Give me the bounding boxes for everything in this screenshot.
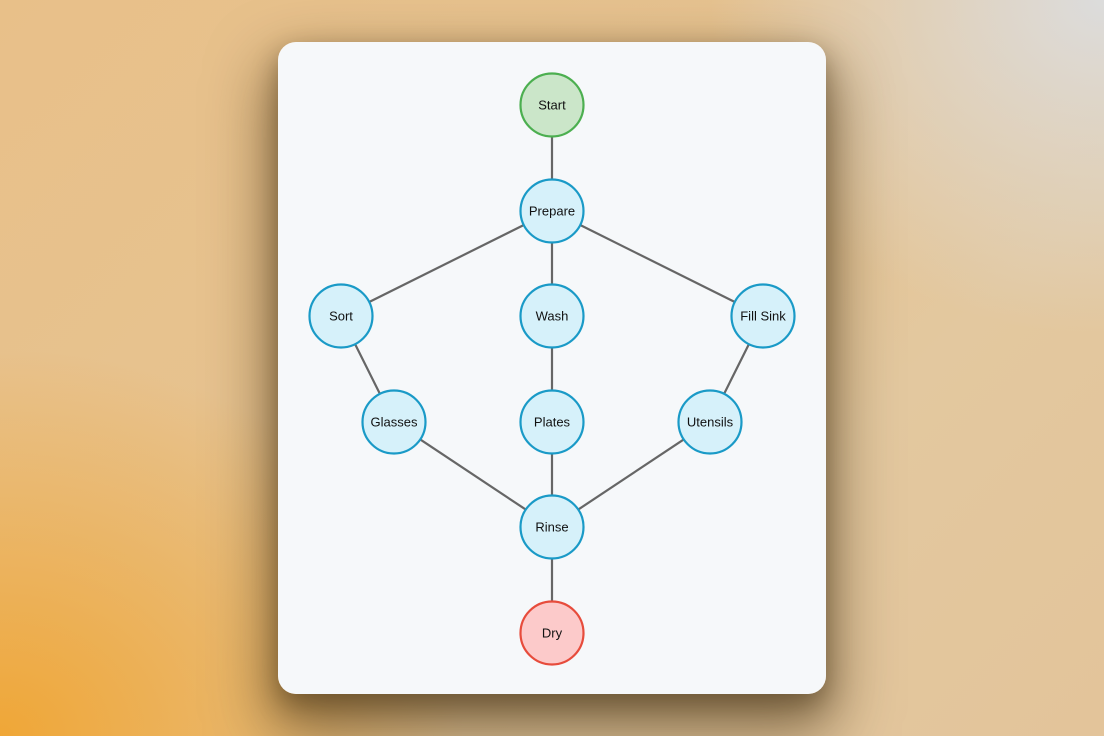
node-circle-utensils[interactable] xyxy=(677,389,743,455)
node-label-utensils: Utensils xyxy=(687,415,734,430)
node-circle-start[interactable] xyxy=(519,72,585,138)
node-circle-dry[interactable] xyxy=(519,600,585,666)
node-label-start: Start xyxy=(538,98,566,113)
node-label-fillsink: Fill Sink xyxy=(740,309,786,324)
edges-layer xyxy=(354,136,750,602)
node-circle-prepare[interactable] xyxy=(519,178,585,244)
node-label-rinse: Rinse xyxy=(535,520,568,535)
node-circle-fillsink[interactable] xyxy=(730,283,796,349)
edge-glasses-to-rinse xyxy=(419,438,527,511)
node-glasses[interactable]: Glasses xyxy=(361,389,427,455)
node-prepare[interactable]: Prepare xyxy=(519,178,585,244)
edge-utensils-to-rinse xyxy=(577,438,685,511)
node-start[interactable]: Start xyxy=(519,72,585,138)
node-label-glasses: Glasses xyxy=(371,415,418,430)
node-label-plates: Plates xyxy=(534,415,571,430)
node-dry[interactable]: Dry xyxy=(519,600,585,666)
node-label-wash: Wash xyxy=(536,309,569,324)
edge-sort-to-glasses xyxy=(354,343,381,395)
node-fillsink[interactable]: Fill Sink xyxy=(730,283,796,349)
node-circle-plates[interactable] xyxy=(519,389,585,455)
edge-prepare-to-fillsink xyxy=(579,224,736,303)
edge-prepare-to-sort xyxy=(368,224,525,303)
node-utensils[interactable]: Utensils xyxy=(677,389,743,455)
node-label-prepare: Prepare xyxy=(529,204,575,219)
node-rinse[interactable]: Rinse xyxy=(519,494,585,560)
node-sort[interactable]: Sort xyxy=(308,283,374,349)
edge-fillsink-to-utensils xyxy=(723,343,750,395)
node-circle-rinse[interactable] xyxy=(519,494,585,560)
node-circle-glasses[interactable] xyxy=(361,389,427,455)
node-wash[interactable]: Wash xyxy=(519,283,585,349)
node-label-dry: Dry xyxy=(542,626,563,641)
node-circle-wash[interactable] xyxy=(519,283,585,349)
node-circle-sort[interactable] xyxy=(308,283,374,349)
node-label-sort: Sort xyxy=(329,309,353,324)
node-plates[interactable]: Plates xyxy=(519,389,585,455)
